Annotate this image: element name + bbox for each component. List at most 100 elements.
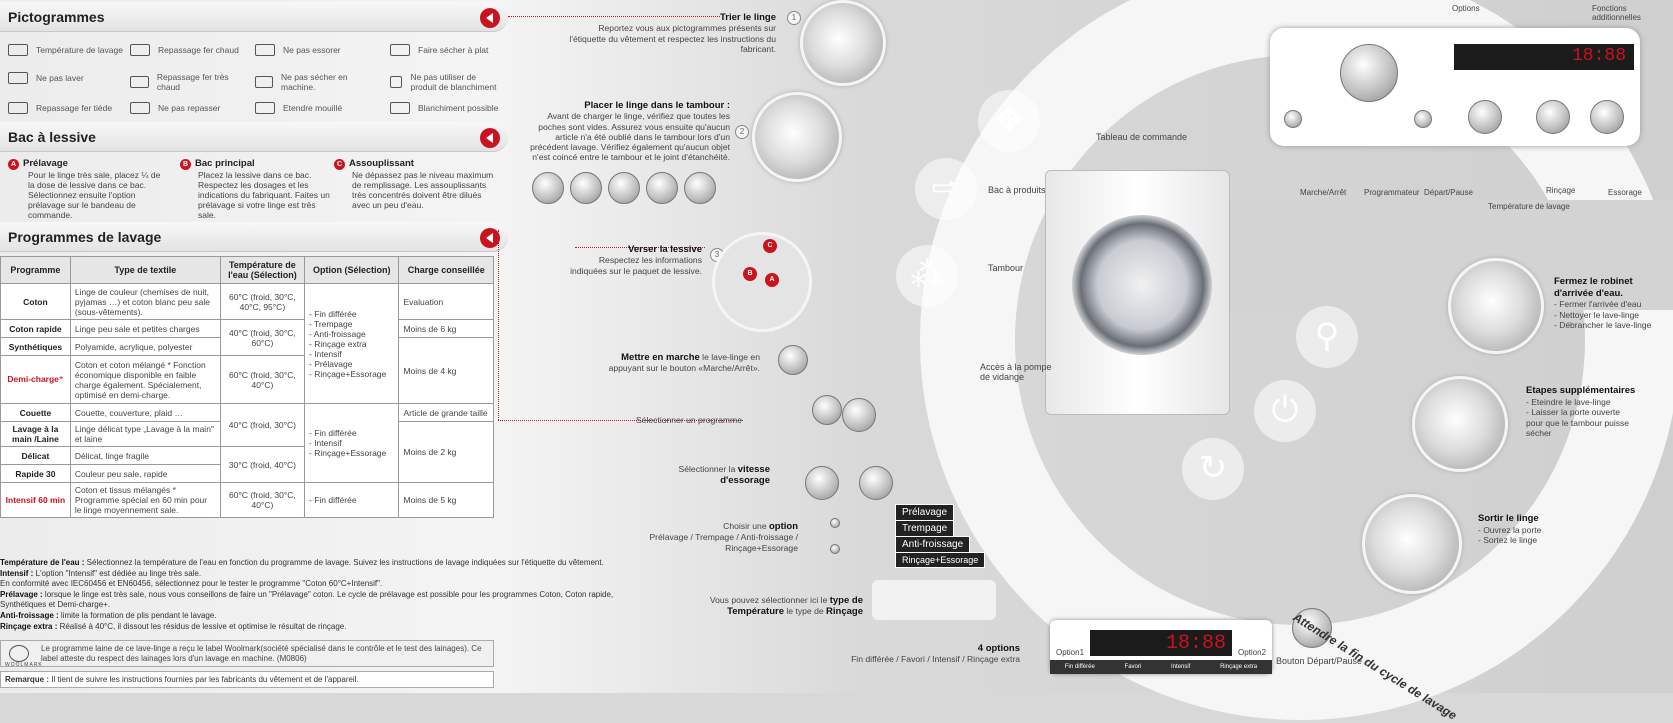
pictogram-item: Ne pas laver xyxy=(8,72,126,84)
photo-panel-off xyxy=(1412,376,1508,472)
label-programmateur: Programmateur xyxy=(1364,188,1420,197)
section-header-pictos: Pictogrammes xyxy=(0,2,508,32)
table-cell: Article de grande taille xyxy=(398,403,494,422)
pocket-icon xyxy=(608,172,640,204)
care-symbol-icon xyxy=(8,102,28,114)
step-essorage: Sélectionner la vitesse d'essorage xyxy=(678,464,770,487)
section-header-programmes: Programmes de lavage xyxy=(0,222,508,252)
table-cell: Synthétiques xyxy=(0,337,71,356)
pictogram-item: Repassage fer très chaud xyxy=(130,72,248,92)
care-symbol-icon xyxy=(130,76,149,88)
label-bac-produits: Bac à produits xyxy=(988,185,1046,195)
table-cell: Délicat, linge fragile xyxy=(69,446,221,465)
table-cell: Couleur peu sale, rapide xyxy=(69,464,221,483)
option2-label: Option2 xyxy=(1238,648,1267,657)
favori-button[interactable]: Favori xyxy=(1124,664,1142,670)
pictogram-item: Température de lavage xyxy=(8,44,126,56)
care-symbol-icon xyxy=(8,44,28,56)
program-dial-icon xyxy=(812,395,842,425)
table-cell: Polyamide, acrylique, polyester xyxy=(69,337,221,356)
tap-icon: ⚲ xyxy=(1296,306,1358,368)
pictogram-label: Ne pas sécher en machine. xyxy=(281,72,348,92)
pictogram-item: Etendre mouillé xyxy=(255,102,373,114)
care-symbol-icon xyxy=(255,44,275,56)
table-cell: 60°C (froid, 30°C, 40°C, 95°C) xyxy=(219,283,306,320)
step-programme: Sélectionner un programme xyxy=(635,415,742,425)
pictogram-label: Ne pas essorer xyxy=(283,45,341,55)
label-pompe: Accès à la pompe de vidange xyxy=(980,362,1052,382)
water-icon: ⁂ xyxy=(896,245,958,307)
step-number: 2 xyxy=(735,125,749,139)
depart-pause-button xyxy=(1414,110,1432,128)
table-cell: Moins de 6 kg xyxy=(398,319,494,338)
control-panel-detail: 18:88 xyxy=(1270,28,1640,146)
lcd-display: 18:88 xyxy=(1090,630,1232,656)
th-textile: Type de textile xyxy=(69,256,221,284)
collapse-bac-button[interactable] xyxy=(480,128,500,148)
label-essorage: Essorage xyxy=(1608,188,1642,197)
pictogram-label: Repassage fer tiède xyxy=(36,103,113,113)
sort-arrows-icon: ✥ xyxy=(978,90,1040,152)
dotted-connector xyxy=(498,420,743,421)
pictogram-label: Faire sécher à plat xyxy=(418,45,489,55)
pictogram-label: Blanchiment possible xyxy=(418,103,499,113)
table-cell: 40°C (froid, 30°C, 60°C) xyxy=(219,319,306,356)
photo-drum xyxy=(752,92,842,182)
option-prelavage-label: Prélavage xyxy=(895,504,955,521)
th-temp: Température de l'eau (Sélection) xyxy=(219,256,306,284)
collapse-pictos-button[interactable] xyxy=(480,8,500,28)
temp-rinse-panel xyxy=(872,580,996,620)
program-dial-icon xyxy=(842,398,876,432)
table-cell: 40°C (froid, 30°C) xyxy=(219,403,306,447)
step-tambour: Placer le linge dans le tambour :Avant d… xyxy=(530,100,730,163)
step-marche: Mettre en marche le lave-linge en appuya… xyxy=(608,352,760,374)
option-antifroissage-label: Anti-froissage xyxy=(895,536,971,553)
step-temperature: Vous pouvez sélectionner ici le type de … xyxy=(709,595,863,618)
th-option: Option (Sélection) xyxy=(303,256,400,284)
table-cell: Coton rapide xyxy=(0,319,71,338)
dotted-connector xyxy=(508,16,720,17)
pictogram-label: Ne pas repasser xyxy=(158,103,221,113)
option1-label: Option1 xyxy=(1056,648,1085,657)
table-cell: Coton xyxy=(0,283,71,320)
care-symbol-icon xyxy=(255,76,273,88)
table-cell: Demi-charge⁺ xyxy=(0,355,71,404)
pictogram-item: Ne pas repasser xyxy=(130,102,248,114)
power-button-icon xyxy=(778,345,808,375)
step-number: 1 xyxy=(787,11,801,25)
notes: Température de l'eau : Sélectionnez la t… xyxy=(0,558,614,631)
care-symbol-icon xyxy=(390,44,410,56)
table-cell: Linge peu sale et petites charges xyxy=(69,319,221,338)
pictogram-item: Blanchiment possible xyxy=(390,102,500,114)
label-temperature: Température de lavage xyxy=(1488,202,1570,211)
table-cell: Linge de couleur (chemises de nuit, pyja… xyxy=(69,283,221,320)
option-rincage-label: Rinçage+Essorage xyxy=(895,552,986,568)
rincage-extra-button[interactable]: Rinçage extra xyxy=(1220,664,1258,670)
remarque-box: Remarque : Il tient de suivre les instru… xyxy=(0,671,494,688)
table-cell: Linge délicat type „Lavage à la main" et… xyxy=(69,421,221,447)
step-sortir: Sortir le linge- Ouvrez la porte- Sortez… xyxy=(1478,513,1542,545)
intensif-button[interactable]: Intensif xyxy=(1170,664,1191,670)
bottom-control-panel: Option1 Option2 18:88 Fin différée Favori… xyxy=(1050,620,1272,674)
table-cell: - Fin différée xyxy=(303,482,400,518)
photo-detergent-drawer: C B A xyxy=(712,232,812,332)
pictogram-item: Ne pas essorer xyxy=(255,44,373,56)
table-cell: Couette, couverture, plaid … xyxy=(69,403,221,422)
table-cell: Moins de 2 kg xyxy=(398,421,494,483)
table-cell: Evaluation xyxy=(398,283,494,320)
label-marche: Marche/Arrêt xyxy=(1300,188,1347,197)
table-cell: Intensif 60 min xyxy=(0,482,71,518)
fin-differee-button[interactable]: Fin différée xyxy=(1064,664,1095,670)
pictogram-item: Faire sécher à plat xyxy=(390,44,500,56)
table-cell: Lavage à la main /Laine xyxy=(0,421,71,447)
dotted-connector xyxy=(498,230,499,420)
label-depart: Départ/Pause xyxy=(1424,188,1473,197)
pictogram-label: Ne pas laver xyxy=(36,73,84,83)
pictogram-item: Repassage fer chaud xyxy=(130,44,248,56)
collapse-programmes-button[interactable] xyxy=(480,228,500,248)
